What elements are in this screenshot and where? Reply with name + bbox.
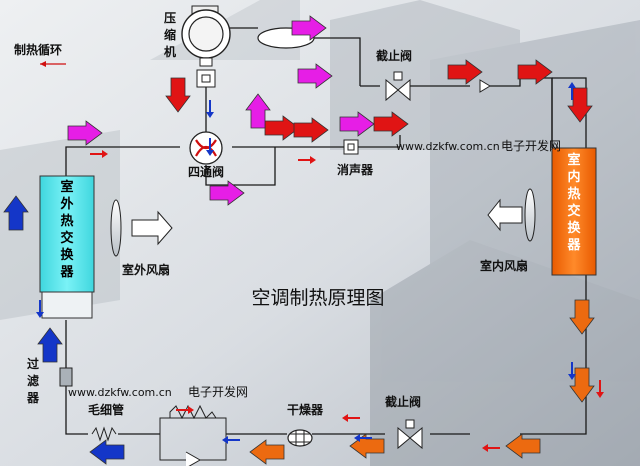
flow-arrow-vapor [209, 180, 245, 206]
outdoor-fan: 室外风扇 [110, 199, 173, 277]
flow-arrows [3, 15, 604, 465]
svg-text:压缩机: 压缩机 [164, 11, 176, 59]
legend: 制热循环 [14, 42, 66, 67]
flow-arrow-vapor [291, 15, 327, 41]
stop-valve-bottom: 截止阀 [385, 394, 423, 450]
thin-arrow [568, 82, 576, 100]
outdoor-exchanger-label: 室外热交换器 [59, 179, 74, 280]
flow-arrow-vapor [67, 120, 103, 146]
thin-arrow [206, 100, 214, 118]
capillary-label: 毛细管 [88, 402, 124, 417]
legend-text: 制热循环 [14, 42, 62, 57]
thin-arrow [298, 156, 316, 164]
flow-arrow-vapor [297, 63, 333, 89]
thin-arrow [176, 406, 194, 414]
indoor-exchanger-label: 室内热交换器 [566, 152, 581, 253]
thin-arrow [222, 436, 240, 444]
thin-arrow [482, 444, 500, 452]
thin-arrow [90, 150, 108, 158]
flow-arrow-cold [3, 195, 29, 231]
watermark-top: www.dzkfw.com.cn 电子开发网 [396, 138, 561, 153]
thin-arrow [596, 380, 604, 398]
flow-arrow-hot-gas [373, 111, 409, 137]
indoor-fan: 室内风扇 [480, 188, 536, 273]
four-way-valve: 四通阀 [188, 131, 224, 179]
flow-arrow-vapor [245, 93, 271, 129]
muffler: 消声器 [337, 139, 374, 177]
indoor-fan-label: 室内风扇 [480, 258, 528, 273]
indoor-heat-exchanger: 室内热交换器 [551, 147, 597, 276]
stop-valve-top: 截止阀 [376, 48, 491, 102]
thin-arrow [568, 362, 576, 380]
svg-text:电子开发网: 电子开发网 [501, 138, 561, 153]
compressor [181, 5, 231, 88]
thin-arrow [354, 434, 372, 442]
flow-arrow-hot-gas [293, 117, 329, 143]
outdoor-heat-exchanger: 室外热交换器 [39, 175, 95, 319]
flow-arrow-hot-gas [447, 59, 483, 85]
thin-arrow [36, 300, 44, 318]
svg-text:www.dzkfw.com.cn: www.dzkfw.com.cn [68, 386, 172, 399]
flow-arrow-vapor [339, 111, 375, 137]
thin-arrow [206, 138, 214, 156]
muffler-label: 消声器 [337, 162, 374, 177]
flow-arrow-cold [89, 439, 125, 465]
flow-arrow-hot-gas [264, 115, 300, 141]
drier-label: 干燥器 [287, 402, 324, 417]
flow-arrow-liquid [569, 367, 595, 403]
svg-text:www.dzkfw.com.cn: www.dzkfw.com.cn [396, 140, 500, 153]
watermark-bottom: www.dzkfw.com.cn 电子开发网 [68, 384, 248, 399]
outdoor-fan-label: 室外风扇 [122, 262, 170, 277]
flow-arrow-liquid [505, 433, 541, 459]
flow-arrow-cold [37, 327, 63, 363]
four-way-valve-label: 四通阀 [188, 164, 224, 179]
filter: 过滤器 [26, 356, 73, 405]
diagram-title: 空调制热原理图 [251, 287, 384, 309]
flow-arrow-liquid [249, 439, 285, 465]
thin-arrow [342, 414, 360, 422]
stop-valve-top-label: 截止阀 [376, 48, 412, 63]
flow-arrow-hot-gas [165, 77, 191, 113]
flow-arrow-hot-gas [517, 59, 553, 85]
svg-text:电子开发网: 电子开发网 [188, 384, 248, 399]
stop-valve-bottom-label: 截止阀 [385, 394, 421, 409]
drier: 干燥器 [287, 402, 324, 447]
flow-arrow-liquid [569, 299, 595, 335]
compressor-label: 压缩机 [164, 11, 176, 59]
filter-label: 过滤器 [26, 356, 40, 405]
